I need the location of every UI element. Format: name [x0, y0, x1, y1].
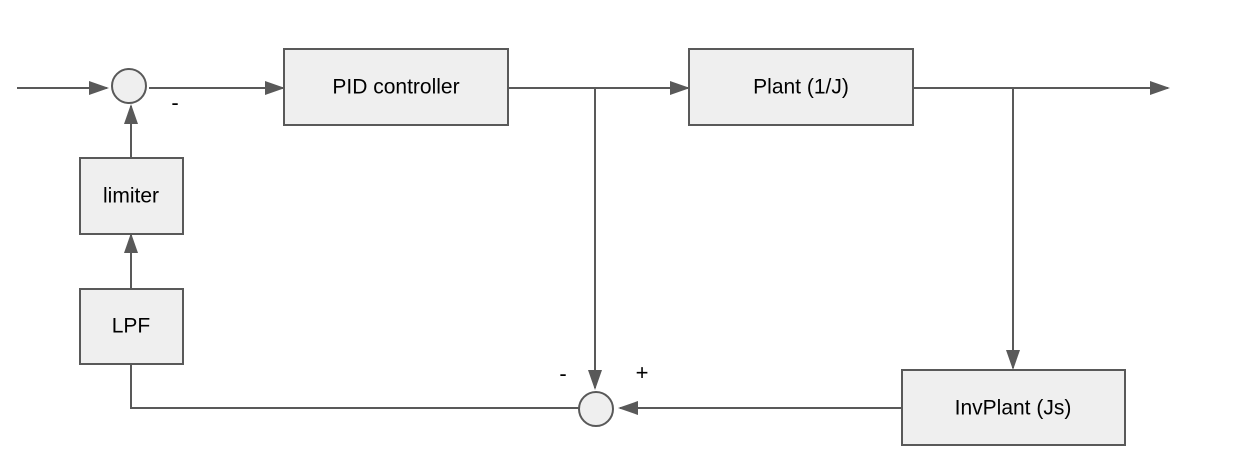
inv-plant-label: InvPlant (Js): [955, 397, 1072, 420]
bottom-sum-minus-sign: -: [559, 361, 566, 386]
lpf-label: LPF: [112, 315, 151, 338]
bottom-sum-plus-sign: +: [636, 360, 649, 385]
plant-label: Plant (1/J): [753, 76, 849, 99]
top-sum-minus-sign: -: [171, 90, 178, 115]
inv-plant-block: InvPlant (Js): [901, 369, 1126, 446]
plant-block: Plant (1/J): [688, 48, 914, 126]
pid-controller-label: PID controller: [332, 76, 459, 99]
pid-controller-block: PID controller: [283, 48, 509, 126]
sum-to-lpf-wire: [130, 364, 579, 409]
bottom-summing-junction: [578, 391, 614, 427]
limiter-label: limiter: [103, 185, 159, 208]
lpf-block: LPF: [79, 288, 184, 365]
limiter-block: limiter: [79, 157, 184, 235]
top-summing-junction: [111, 68, 147, 104]
